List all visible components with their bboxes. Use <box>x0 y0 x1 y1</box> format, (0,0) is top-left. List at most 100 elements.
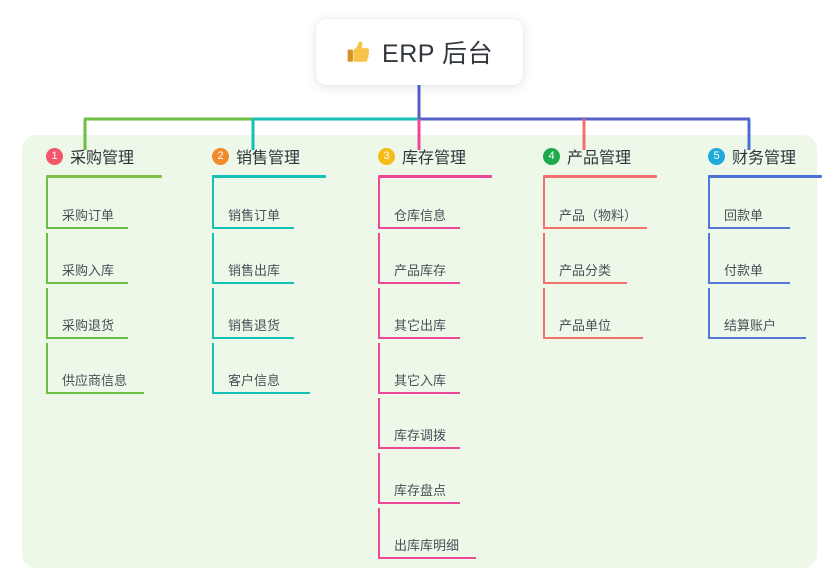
item-stem <box>378 288 380 339</box>
item-rule <box>378 502 460 504</box>
module-item[interactable]: 其它出库 <box>362 288 492 343</box>
item-stem <box>708 233 710 284</box>
item-label: 付款单 <box>724 263 764 278</box>
module-item[interactable]: 产品库存 <box>362 233 492 288</box>
module-item[interactable]: 供应商信息 <box>30 343 162 398</box>
item-rule <box>46 282 128 284</box>
module-header-rule-3 <box>378 175 492 178</box>
module-item-list-5: 回款单付款单结算账户 <box>692 178 822 343</box>
item-label: 销售出库 <box>228 263 281 278</box>
module-header-5[interactable]: 5 财务管理 <box>692 143 822 169</box>
module-header-2[interactable]: 2 销售管理 <box>196 143 326 169</box>
item-label: 其它出库 <box>394 318 447 333</box>
module-item[interactable]: 客户信息 <box>196 343 326 398</box>
item-label: 客户信息 <box>228 373 281 388</box>
module-item[interactable]: 仓库信息 <box>362 178 492 233</box>
item-rule <box>378 392 460 394</box>
module-item[interactable]: 结算账户 <box>692 288 822 343</box>
item-stem <box>46 233 48 284</box>
item-stem <box>378 343 380 394</box>
item-rule <box>543 337 643 339</box>
item-rule <box>543 227 647 229</box>
item-label: 销售订单 <box>228 208 281 223</box>
item-stem <box>543 178 545 229</box>
module-title-1: 采购管理 <box>70 150 135 167</box>
module-column-2: 2 销售管理销售订单销售出库销售退货客户信息 <box>196 143 326 398</box>
item-rule <box>378 282 460 284</box>
root-node-title: ERP 后台 <box>382 40 493 68</box>
item-stem <box>46 343 48 394</box>
item-stem <box>212 343 214 394</box>
module-item-list-3: 仓库信息产品库存其它出库其它入库库存调拨库存盘点出库库明细 <box>362 178 492 563</box>
module-item[interactable]: 销售出库 <box>196 233 326 288</box>
item-stem <box>378 508 380 559</box>
module-item[interactable]: 库存盘点 <box>362 453 492 508</box>
module-column-5: 5 财务管理回款单付款单结算账户 <box>692 143 822 343</box>
module-item[interactable]: 回款单 <box>692 178 822 233</box>
item-rule <box>46 392 144 394</box>
item-label: 回款单 <box>724 208 764 223</box>
item-label: 库存盘点 <box>394 483 447 498</box>
module-item[interactable]: 采购订单 <box>30 178 162 233</box>
item-label: 其它入库 <box>394 373 447 388</box>
item-stem <box>46 178 48 229</box>
module-item[interactable]: 销售退货 <box>196 288 326 343</box>
item-rule <box>46 337 128 339</box>
item-stem <box>212 233 214 284</box>
item-label: 采购入库 <box>62 263 115 278</box>
item-stem <box>708 178 710 229</box>
item-rule <box>708 337 806 339</box>
item-rule <box>46 227 128 229</box>
item-rule <box>543 282 627 284</box>
item-stem <box>378 398 380 449</box>
module-item-list-1: 采购订单采购入库采购退货供应商信息 <box>30 178 162 398</box>
item-label: 产品库存 <box>394 263 447 278</box>
module-item[interactable]: 产品分类 <box>527 233 657 288</box>
module-title-2: 销售管理 <box>236 150 301 167</box>
item-label: 库存调拨 <box>394 428 447 443</box>
module-item[interactable]: 出库库明细 <box>362 508 492 563</box>
module-item[interactable]: 付款单 <box>692 233 822 288</box>
module-badge-3: 3 <box>378 147 395 165</box>
item-stem <box>378 178 380 229</box>
item-rule <box>212 282 294 284</box>
item-label: 仓库信息 <box>394 208 447 223</box>
root-node-card[interactable]: ERP 后台 <box>316 19 523 85</box>
modules-panel <box>22 135 817 568</box>
item-stem <box>212 178 214 229</box>
module-item[interactable]: 产品单位 <box>527 288 657 343</box>
item-rule <box>378 447 460 449</box>
item-rule <box>378 337 460 339</box>
module-header-rule-1 <box>46 175 162 178</box>
module-title-5: 财务管理 <box>732 150 797 167</box>
module-badge-2: 2 <box>212 147 229 165</box>
module-item[interactable]: 采购退货 <box>30 288 162 343</box>
module-header-4[interactable]: 4 产品管理 <box>527 143 657 169</box>
item-stem <box>212 288 214 339</box>
module-badge-4: 4 <box>543 147 560 165</box>
item-label: 采购退货 <box>62 318 115 333</box>
item-rule <box>212 227 294 229</box>
item-label: 出库库明细 <box>394 538 460 553</box>
item-rule <box>708 282 790 284</box>
item-label: 结算账户 <box>724 318 777 333</box>
module-title-4: 产品管理 <box>567 150 632 167</box>
module-badge-5: 5 <box>708 147 725 165</box>
module-item-list-2: 销售订单销售出库销售退货客户信息 <box>196 178 326 398</box>
thumbs-up-icon <box>347 41 370 62</box>
module-item[interactable]: 库存调拨 <box>362 398 492 453</box>
module-item[interactable]: 销售订单 <box>196 178 326 233</box>
module-item[interactable]: 采购入库 <box>30 233 162 288</box>
item-stem <box>378 453 380 504</box>
item-stem <box>46 288 48 339</box>
module-item[interactable]: 其它入库 <box>362 343 492 398</box>
item-stem <box>543 288 545 339</box>
item-rule <box>378 227 460 229</box>
module-item[interactable]: 产品（物料） <box>527 178 657 233</box>
item-stem <box>378 233 380 284</box>
module-header-rule-2 <box>212 175 326 178</box>
